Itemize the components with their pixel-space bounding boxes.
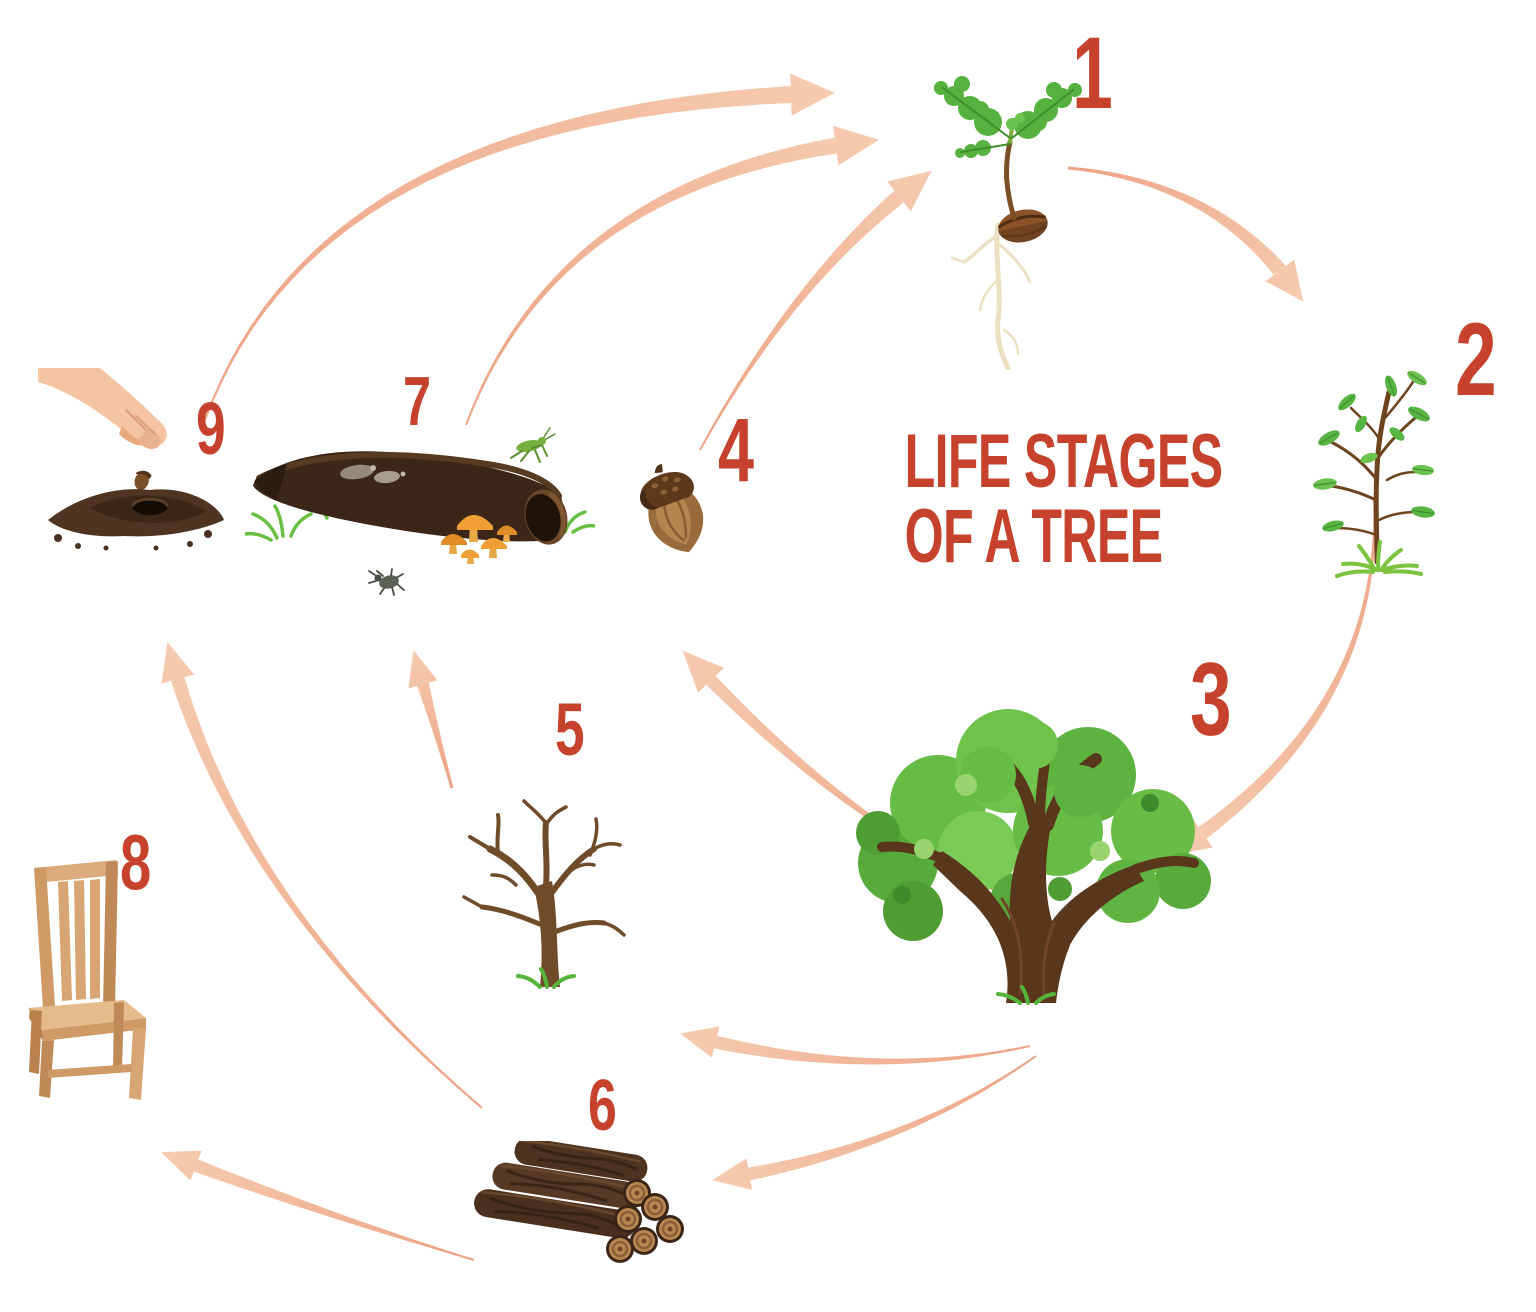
arrow-3-to-6 — [712, 1055, 1037, 1190]
soil-mound — [48, 489, 224, 551]
dead-tree-icon — [462, 799, 626, 989]
arrow-9-to-1 — [204, 73, 836, 421]
stage-number: 5 — [555, 688, 585, 771]
stage-number: 8 — [120, 818, 151, 906]
falling-acorn — [134, 470, 152, 490]
stage-number: 9 — [196, 387, 226, 470]
stage-3-mature-tree: 3 — [838, 648, 1238, 1008]
stage-2-sapling: 2 — [1280, 308, 1510, 590]
arrow-6-to-8 — [161, 1150, 475, 1261]
stage-number: 2 — [1455, 302, 1497, 418]
tree-canopy-front — [893, 721, 1159, 904]
diagram-title: LIFE STAGES OF A TREE — [904, 419, 1224, 580]
beetle — [368, 568, 405, 596]
stage-number: 6 — [588, 1066, 617, 1146]
grass-tuft — [1335, 540, 1423, 578]
stage-4-acorn: 4 — [618, 406, 758, 565]
decaying-log-icon — [245, 427, 595, 596]
arrow-4-to-1 — [699, 170, 932, 451]
planting-seed-icon — [38, 368, 224, 551]
arrow-3-to-5 — [680, 1026, 1031, 1065]
hand — [38, 368, 167, 450]
stage-5-dead-tree: 5 — [450, 693, 660, 995]
log-hollow-end — [524, 489, 568, 545]
stage-7-decaying-log: 7 — [245, 366, 600, 622]
stage-number: 1 — [1072, 16, 1113, 130]
title-line-1: LIFE STAGES — [904, 419, 1224, 504]
log-cut-ends — [606, 1179, 684, 1263]
stage-9-planting-seed: 9 — [38, 360, 233, 565]
grass-tuft — [516, 967, 576, 989]
wooden-chair-icon — [28, 860, 146, 1100]
grasshopper — [510, 427, 556, 463]
arrow-1-to-2 — [1067, 166, 1304, 302]
arrow-3-to-4 — [682, 650, 1001, 894]
stage-8-wooden-chair: 8 — [15, 823, 175, 1100]
grass-tuft — [996, 985, 1056, 1005]
title-line-2: OF A TREE — [904, 494, 1164, 580]
stage-number: 3 — [1190, 642, 1232, 758]
stage-number: 4 — [718, 401, 754, 501]
log-pile-icon — [474, 1141, 684, 1263]
stage-number: 7 — [403, 362, 431, 440]
sapling-leaves — [1313, 370, 1435, 532]
stage-6-log-pile: 6 — [470, 1070, 695, 1275]
decay-patches — [340, 464, 406, 484]
acorn-icon — [639, 464, 704, 553]
mushrooms — [441, 515, 517, 564]
mature-tree-icon — [856, 709, 1211, 1005]
arrow-7-to-1 — [465, 125, 879, 426]
arrow-5-to-7 — [408, 650, 454, 789]
stage-1-seedling: 1 — [920, 22, 1120, 375]
seedling-icon — [934, 76, 1082, 370]
sapling-icon — [1313, 370, 1435, 578]
